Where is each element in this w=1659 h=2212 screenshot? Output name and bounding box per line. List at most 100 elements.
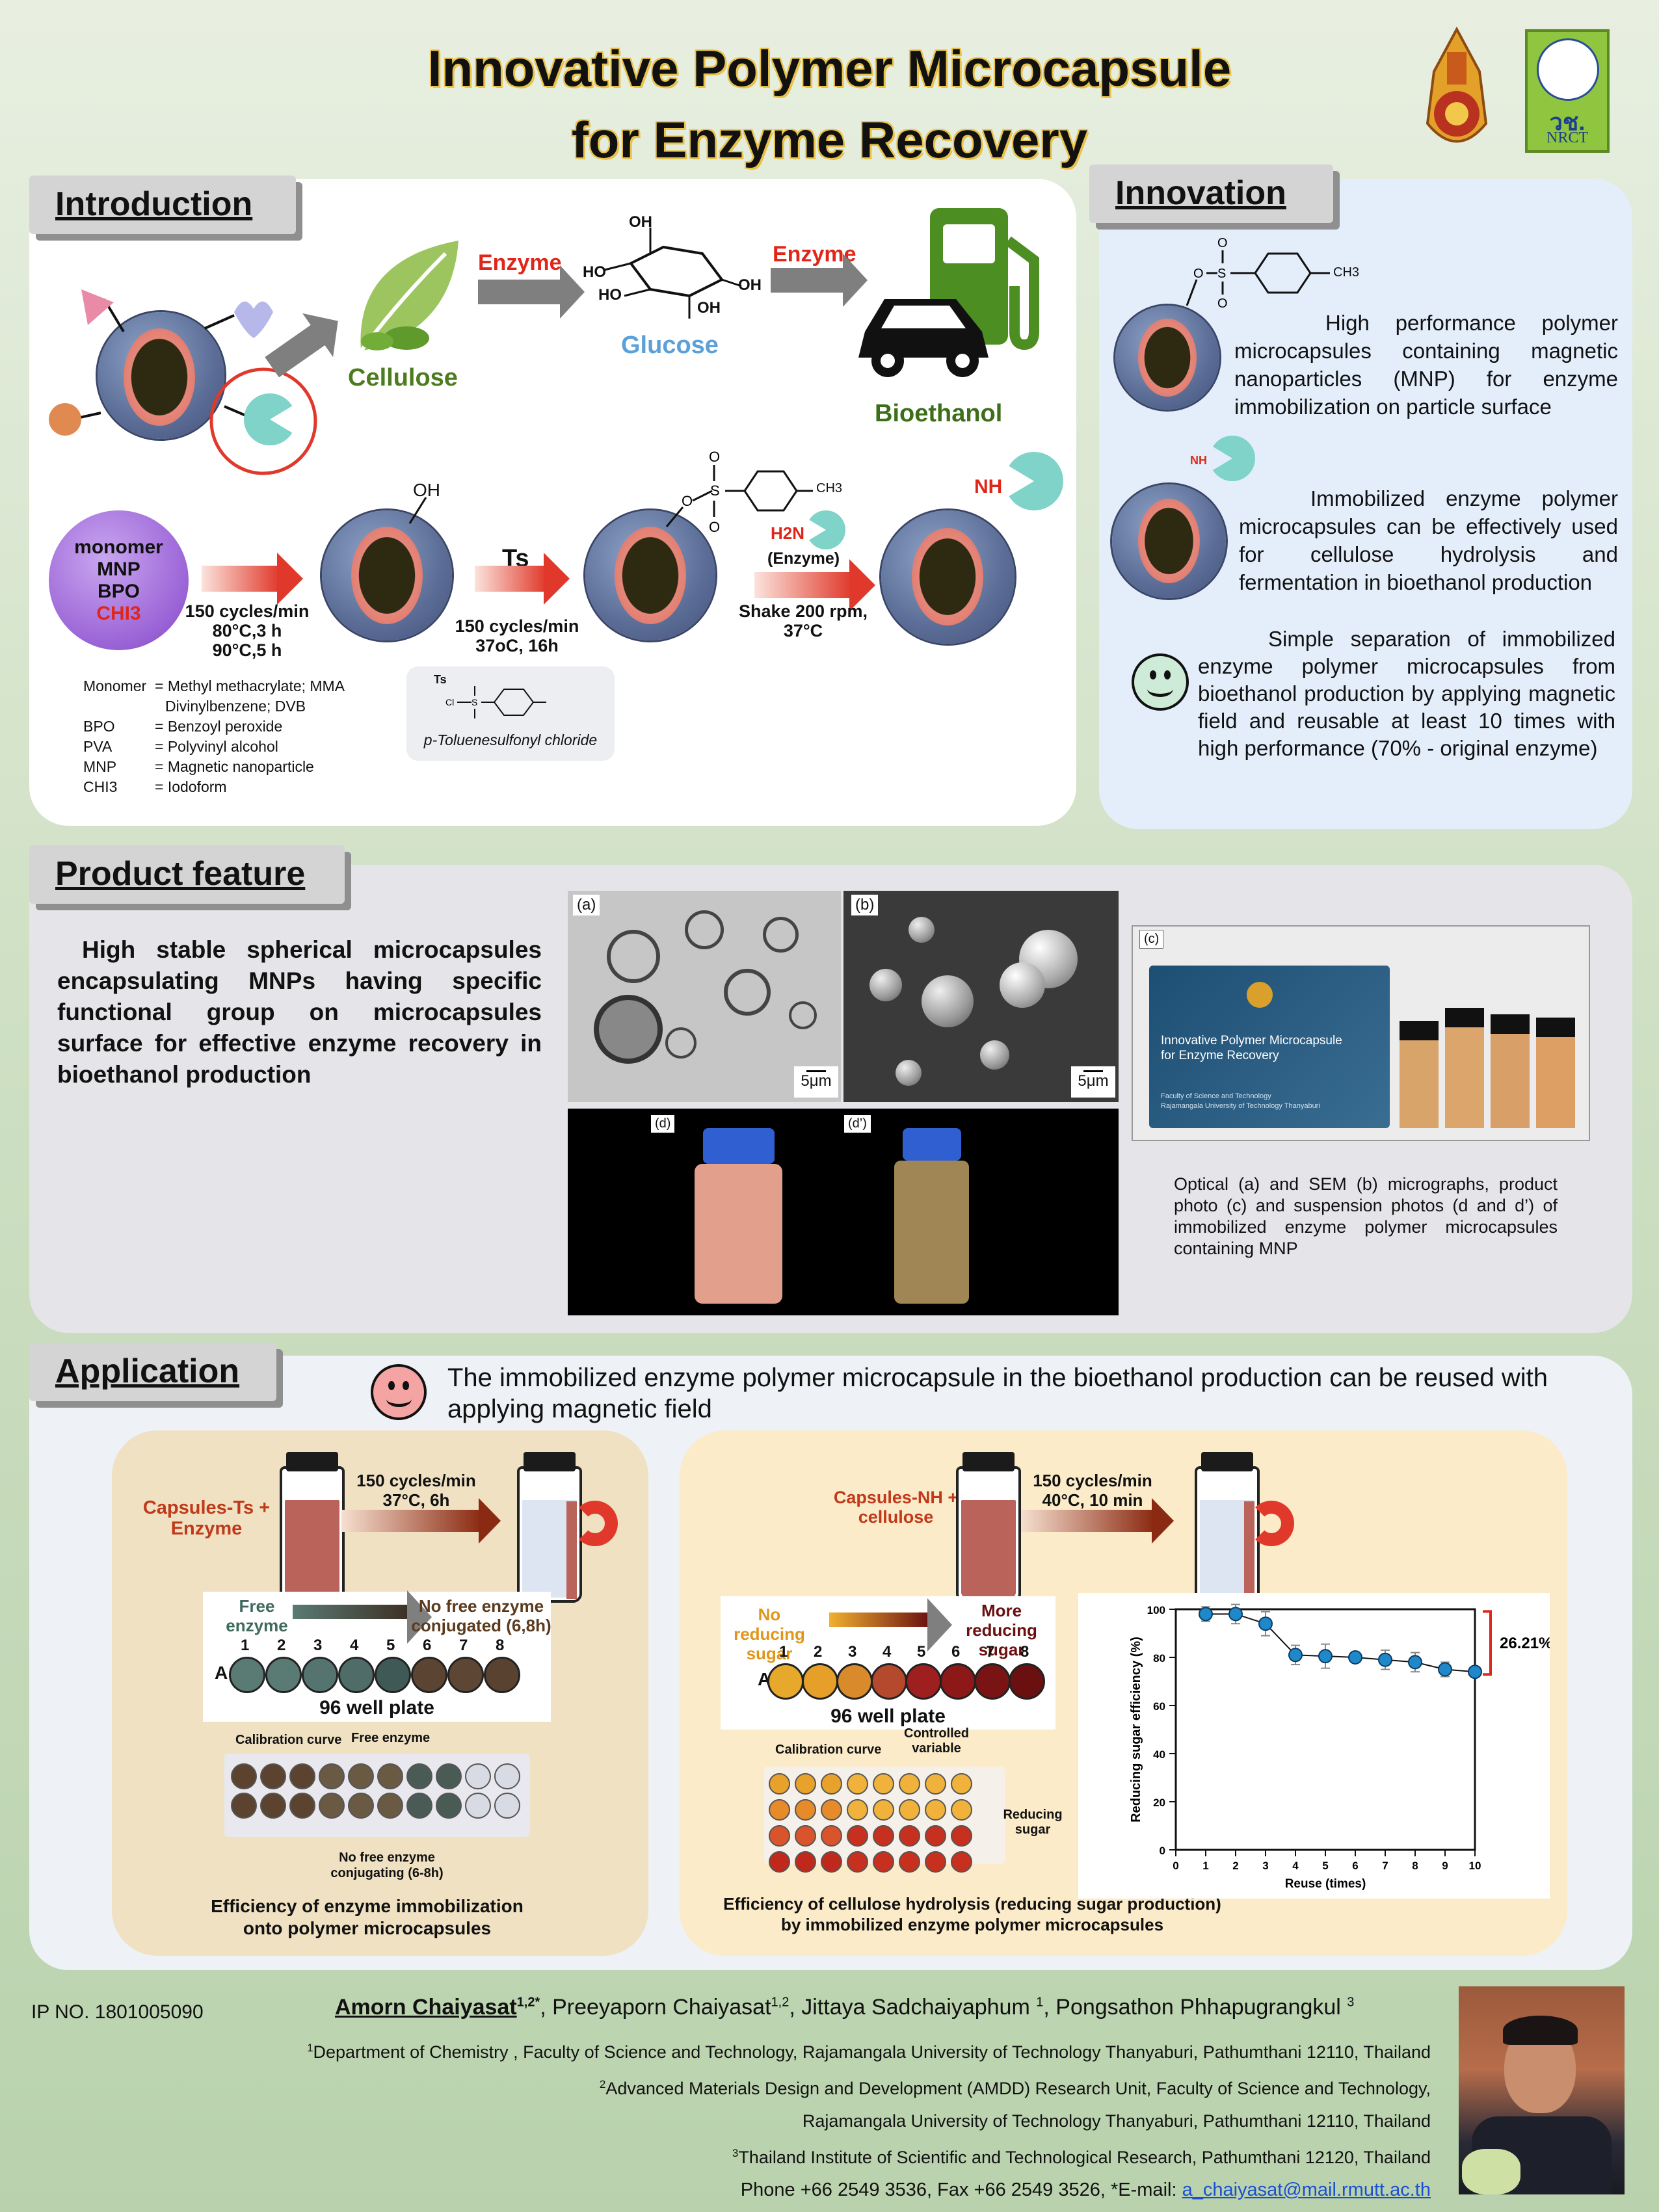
blue-cap-icon bbox=[903, 1128, 961, 1161]
tosyl-ch3: CH3 bbox=[816, 481, 843, 495]
sem-particle bbox=[869, 969, 902, 1001]
data-point bbox=[1318, 1649, 1333, 1664]
y-tick-label: 60 bbox=[1153, 1700, 1165, 1713]
data-point bbox=[1199, 1607, 1213, 1622]
affiliation-3: 3Thailand Institute of Scientific and Te… bbox=[732, 2147, 1431, 2167]
plate-well bbox=[260, 1763, 286, 1789]
plate-well bbox=[951, 1799, 972, 1821]
application-description: The immobilized enzyme polymer microcaps… bbox=[447, 1363, 1548, 1423]
contact-line: Phone +66 2549 3536, Fax +66 2549 3526, … bbox=[740, 2179, 1431, 2200]
plate-well bbox=[925, 1773, 946, 1795]
capsule-core bbox=[124, 328, 195, 426]
glucose-oh-right: OH bbox=[738, 276, 762, 294]
leaf-icon bbox=[348, 234, 465, 358]
capsule-sphere-tosyl bbox=[585, 510, 715, 640]
product-header: Product feature bbox=[29, 845, 345, 904]
well-column-number: 3 bbox=[313, 1637, 323, 1654]
amine-label: H2N bbox=[771, 523, 805, 543]
vial-before-left bbox=[280, 1452, 345, 1603]
svg-text:O: O bbox=[682, 493, 693, 509]
right-more-label: More reducing sugar bbox=[966, 1601, 1037, 1659]
series-line bbox=[1206, 1613, 1476, 1673]
plate-well bbox=[769, 1825, 790, 1847]
plate-well bbox=[873, 1773, 894, 1795]
well-column-number: 8 bbox=[496, 1637, 505, 1654]
well-column-number: 2 bbox=[277, 1637, 286, 1654]
left-process-arrow bbox=[341, 1498, 501, 1544]
left-free-label: Free enzyme bbox=[226, 1596, 288, 1635]
x-tick-label: 4 bbox=[1292, 1860, 1299, 1872]
well bbox=[375, 1657, 411, 1693]
plate-well bbox=[769, 1851, 790, 1873]
jar-4 bbox=[1536, 1018, 1575, 1128]
innovation-capsule-2 bbox=[1112, 484, 1226, 598]
plate-well bbox=[873, 1799, 894, 1821]
well bbox=[940, 1663, 976, 1700]
arrow-cellulose-glucose bbox=[478, 265, 585, 319]
innovation-nh: NH bbox=[1190, 454, 1207, 467]
vial-d-prime bbox=[886, 1128, 974, 1307]
left-plate-label: 96 well plate bbox=[319, 1697, 434, 1718]
left-free2-label: Free enzyme bbox=[351, 1731, 431, 1745]
vial-body bbox=[894, 1161, 969, 1304]
well-column-number: 3 bbox=[848, 1643, 857, 1661]
enzyme-label-1: Enzyme bbox=[478, 250, 562, 275]
y-tick-label: 40 bbox=[1153, 1748, 1165, 1761]
tosyl-chloride-structure: Cl S bbox=[445, 686, 546, 718]
plate-well bbox=[847, 1825, 868, 1847]
legend-row: MNP= Magnetic nanoparticle bbox=[83, 758, 314, 775]
plate-well bbox=[494, 1763, 520, 1789]
product-box: Innovative Polymer Microcapsule for Enzy… bbox=[1149, 966, 1390, 1128]
sem-particle bbox=[1000, 962, 1045, 1008]
right-reducing-label: Reducing sugar bbox=[1003, 1808, 1063, 1837]
data-point bbox=[1438, 1662, 1452, 1677]
scale-bar-b: 5μm bbox=[1071, 1066, 1115, 1098]
right-process-arrow bbox=[1021, 1498, 1174, 1544]
ts-reagent-box: Ts Cl S p-Toluenesulfonyl chloride bbox=[406, 666, 615, 761]
innovation-header: Innovation bbox=[1089, 165, 1333, 223]
vial-before-right bbox=[956, 1452, 1021, 1603]
plate-well bbox=[377, 1793, 403, 1819]
oh-group-label: OH bbox=[413, 480, 440, 500]
capsule-core bbox=[912, 528, 983, 625]
plate-well bbox=[795, 1799, 816, 1821]
tosyl-group-structure: O S O O bbox=[665, 449, 813, 533]
innovation-point-2: Immobilized enzyme polymer microcapsules… bbox=[1239, 486, 1618, 594]
plate-well bbox=[899, 1773, 920, 1795]
capsule-sphere-1 bbox=[98, 312, 224, 439]
svg-text:Cl: Cl bbox=[445, 697, 454, 707]
product-box-university: Rajamangala University of Technology Tha… bbox=[1161, 1102, 1320, 1110]
data-point bbox=[1258, 1616, 1273, 1631]
x-tick-label: 9 bbox=[1442, 1860, 1448, 1872]
gas-pump-car-icon bbox=[858, 208, 1039, 377]
plate-well bbox=[348, 1793, 374, 1819]
product-caption: Optical (a) and SEM (b) micrographs, pro… bbox=[1174, 1174, 1558, 1258]
difference-bracket bbox=[1483, 1610, 1492, 1676]
step1-conditions: 150 cycles/min 80°C,3 h 90°C,5 h bbox=[185, 601, 310, 660]
right-controlled-label: Controlled variable bbox=[904, 1726, 969, 1756]
well-column-number: 4 bbox=[350, 1637, 359, 1654]
email-link[interactable]: a_chaiyasat@mail.rmutt.ac.th bbox=[1182, 2179, 1431, 2200]
sem-particle bbox=[909, 917, 935, 943]
well bbox=[767, 1663, 804, 1700]
affiliation-2b: Rajamangala University of Technology Tha… bbox=[802, 2111, 1431, 2131]
well-column-number: 4 bbox=[883, 1643, 892, 1661]
monomer-text: monomer MNP BPO CHI3 bbox=[74, 536, 163, 624]
university-logo bbox=[1414, 26, 1499, 163]
glucose-label: Glucose bbox=[621, 332, 719, 359]
plate-well bbox=[925, 1851, 946, 1873]
well bbox=[836, 1663, 873, 1700]
capsule-particle bbox=[665, 1027, 697, 1059]
capsule-sphere-oh bbox=[322, 510, 452, 640]
data-point bbox=[1468, 1665, 1482, 1679]
legend-row: PVA= Polyvinyl alcohol bbox=[83, 738, 278, 755]
data-point bbox=[1228, 1607, 1243, 1622]
x-tick-label: 2 bbox=[1232, 1860, 1238, 1872]
svg-text:S: S bbox=[710, 482, 720, 499]
step2-conditions: 150 cycles/min 37oC, 16h bbox=[455, 616, 579, 655]
capsule-particle bbox=[685, 910, 724, 949]
blue-cap-icon bbox=[703, 1128, 775, 1164]
lead-author: Amorn Chaiyasat bbox=[335, 1995, 517, 2020]
plate-well bbox=[847, 1851, 868, 1873]
plate-well bbox=[348, 1763, 374, 1789]
